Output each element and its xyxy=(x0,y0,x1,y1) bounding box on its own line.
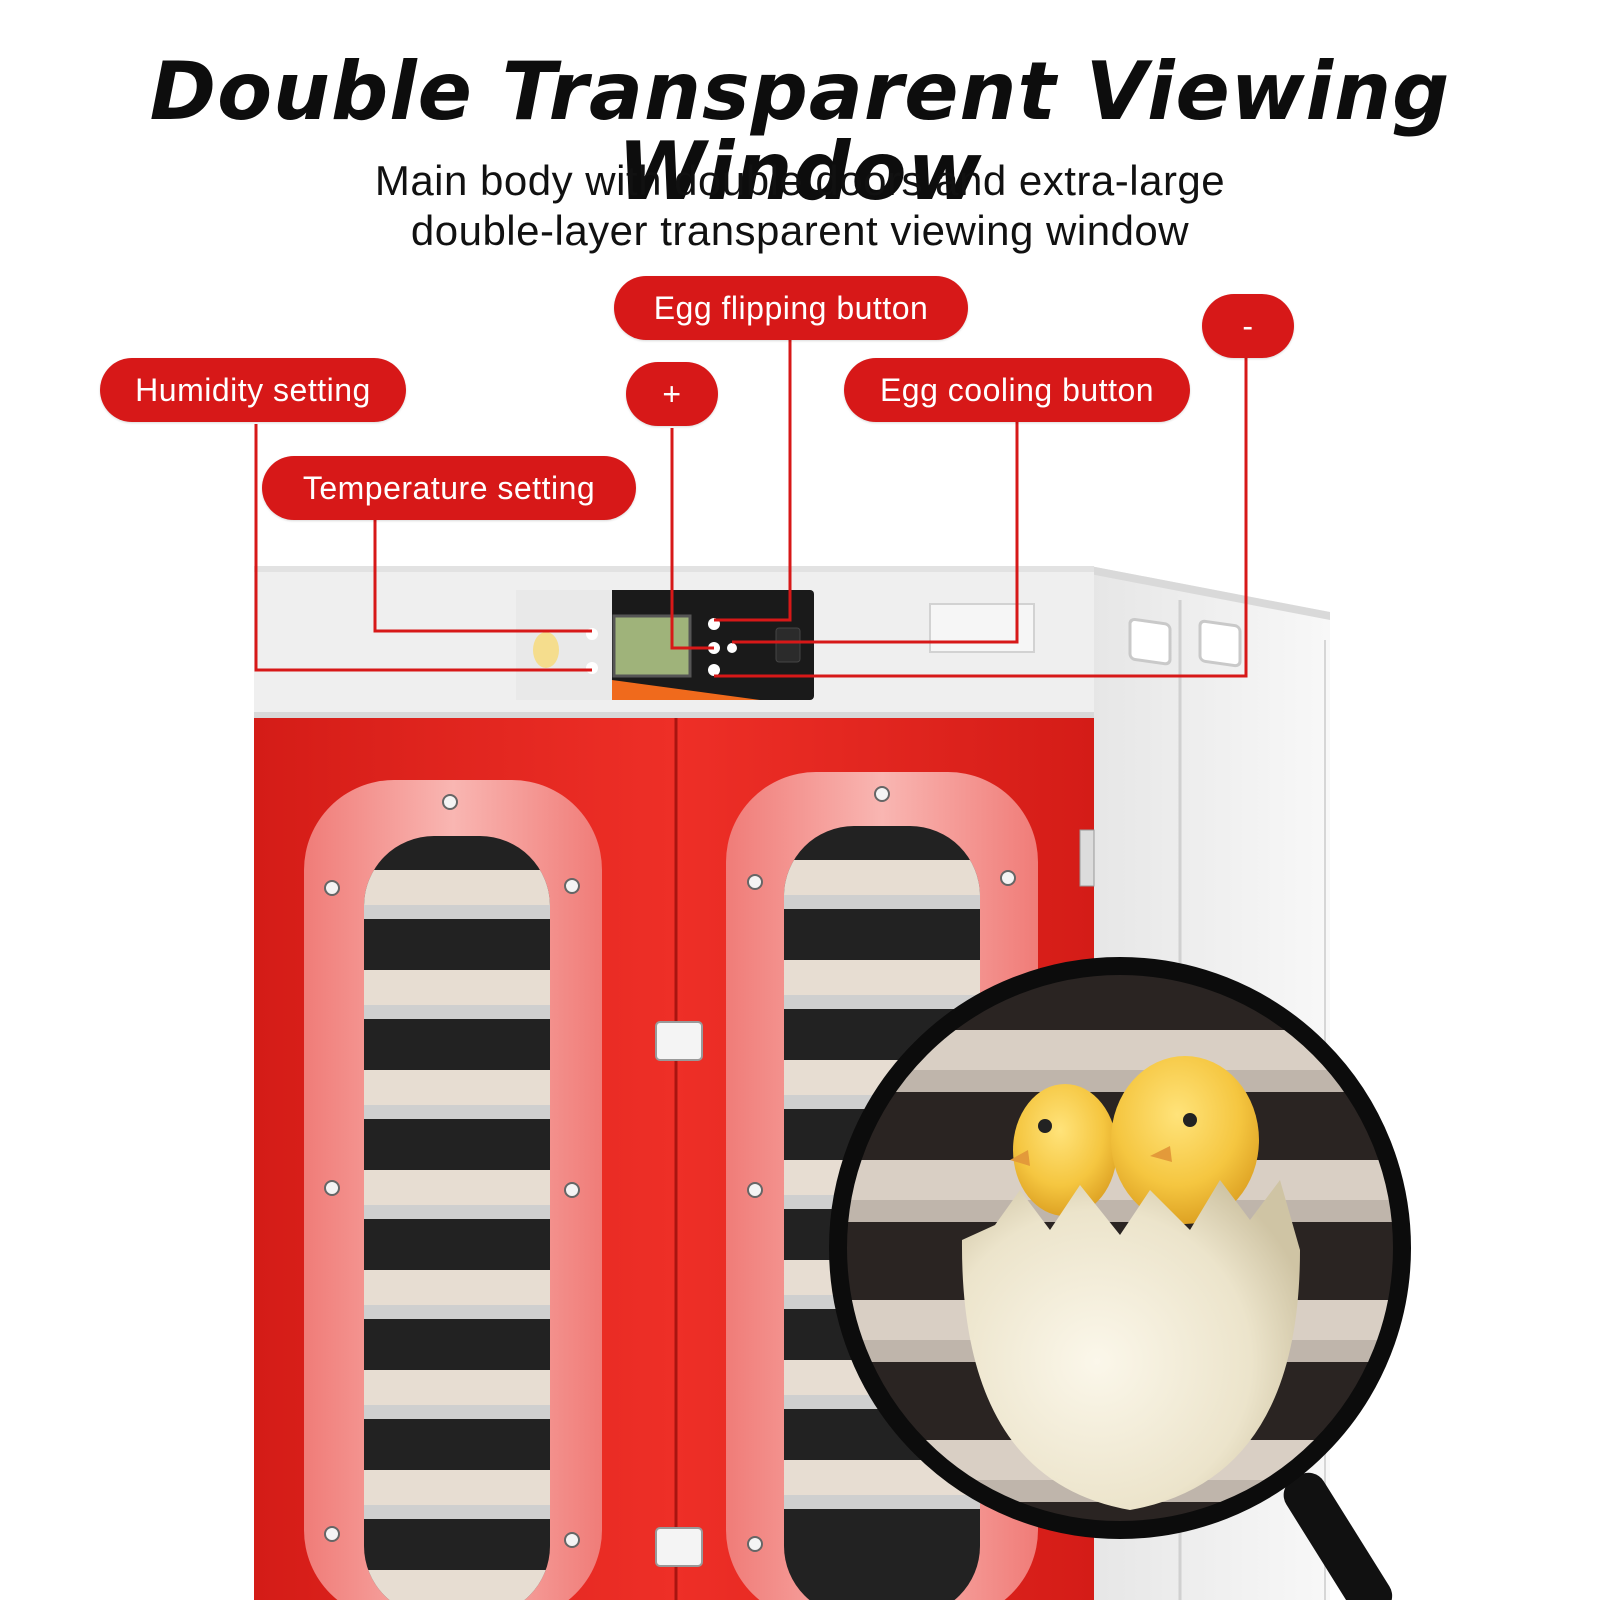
egg-trays-left xyxy=(364,870,550,1600)
callout-minus-button: - xyxy=(1202,294,1294,358)
callout-leaders xyxy=(254,340,1248,678)
magnifier-lens xyxy=(829,957,1411,1600)
page-title: Double Transparent Viewing Window xyxy=(149,45,1451,218)
subtitle-line-1: Main body with double doors and extra-la… xyxy=(374,157,1226,204)
chicks-in-egg xyxy=(961,1056,1300,1510)
subtitle-line-2: double-layer transparent viewing window xyxy=(410,207,1190,254)
callout-plus-button: + xyxy=(626,362,718,426)
callout-egg-flipping-button: Egg flipping button xyxy=(614,276,968,340)
control-panel xyxy=(516,590,814,700)
page-subtitle: Main body with double doors and extra-la… xyxy=(300,156,1300,256)
callout-egg-cooling-button: Egg cooling button xyxy=(844,358,1190,422)
callout-humidity-setting: Humidity setting xyxy=(100,358,406,422)
callout-temperature-setting: Temperature setting xyxy=(262,456,636,520)
